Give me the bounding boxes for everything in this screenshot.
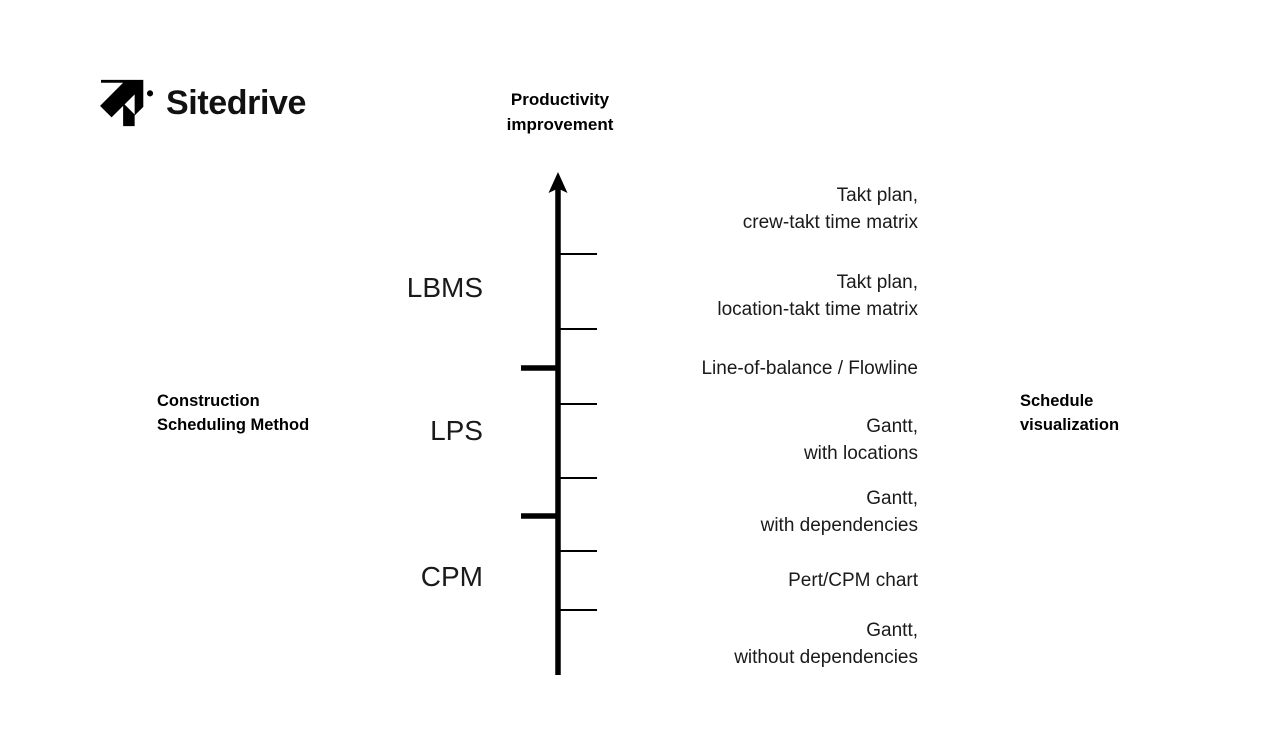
viz-label-line1: Gantt, — [866, 416, 918, 437]
viz-label-gantt-without-dependencies: Gantt, without dependencies — [488, 618, 918, 672]
viz-label-line1: Line-of-balance / Flowline — [701, 358, 918, 379]
viz-label-line-of-balance: Line-of-balance / Flowline — [488, 356, 918, 383]
viz-label-line2: location-takt time matrix — [717, 298, 918, 320]
viz-label-line1: Pert/CPM chart — [788, 570, 918, 591]
viz-label-line1: Takt plan, — [836, 272, 918, 293]
axis-title-line2: improvement — [506, 114, 614, 134]
viz-label-takt-plan-location: Takt plan, location-takt time matrix — [488, 270, 918, 324]
right-heading-line2: visualization — [1020, 415, 1120, 434]
viz-label-line1: Takt plan, — [836, 185, 918, 206]
brand-logo: Sitedrive — [98, 78, 306, 128]
method-label-cpm: CPM — [420, 561, 483, 592]
left-heading-line2: Scheduling Method — [157, 415, 310, 434]
viz-label-gantt-with-dependencies: Gantt, with dependencies — [488, 486, 918, 540]
viz-label-pert-cpm-chart: Pert/CPM chart — [488, 568, 918, 595]
viz-label-line2: crew-takt time matrix — [742, 211, 918, 233]
method-label-lps: LPS — [430, 415, 483, 446]
viz-label-line1: Gantt, — [866, 620, 918, 641]
viz-label-line2: without dependencies — [734, 646, 918, 668]
axis-title-line1: Productivity — [510, 90, 610, 109]
sitedrive-arrow-logo-icon — [100, 79, 154, 127]
method-label-lbms: LBMS — [406, 272, 483, 303]
viz-label-takt-plan-crew: Takt plan, crew-takt time matrix — [488, 183, 918, 237]
right-column-heading: Schedule visualization — [1020, 390, 1119, 438]
brand-name: Sitedrive — [166, 84, 307, 122]
viz-label-line2: with locations — [803, 442, 918, 464]
viz-label-line2: with dependencies — [760, 514, 918, 536]
right-heading-line1: Schedule — [1020, 392, 1094, 410]
viz-label-line1: Gantt, — [866, 488, 918, 509]
left-heading-line1: Construction — [157, 392, 260, 410]
viz-label-gantt-with-locations: Gantt, with locations — [488, 414, 918, 468]
left-column-heading: Construction Scheduling Method — [157, 390, 309, 438]
axis-title: Productivity improvement — [455, 88, 665, 137]
